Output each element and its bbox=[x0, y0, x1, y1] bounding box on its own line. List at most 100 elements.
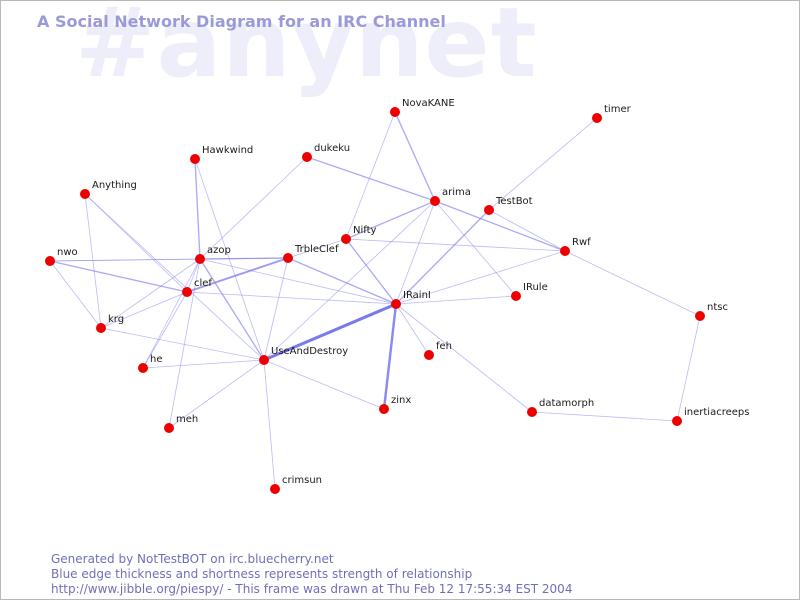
edge-IRainI-TestBot bbox=[395, 209, 490, 305]
edge-clef-krg bbox=[100, 291, 188, 329]
node-IRule: IRule bbox=[511, 282, 548, 301]
edge-azop-he bbox=[142, 258, 201, 369]
edge-IRainI-UseAndDestroy bbox=[262, 302, 398, 362]
edge-meh-UseAndDestroy bbox=[168, 359, 265, 429]
edge-azop-Hawkwind bbox=[194, 158, 201, 260]
edge-IRainI-azop bbox=[199, 258, 397, 305]
node-nwo: nwo bbox=[45, 247, 78, 266]
node-label: IRainI bbox=[403, 290, 431, 301]
edge-arima-IRule bbox=[434, 200, 517, 297]
edge-clef-Anything bbox=[84, 193, 188, 293]
node-dot bbox=[45, 256, 55, 266]
node-azop: azop bbox=[195, 245, 231, 264]
edge-IRainI-Rwf bbox=[395, 250, 566, 305]
node-label: UseAndDestroy bbox=[271, 346, 348, 357]
node-feh: feh bbox=[424, 341, 452, 360]
node-dot bbox=[390, 107, 400, 117]
edge-NovaKANE-Nifty bbox=[345, 111, 396, 240]
edge-IRainI-zinx bbox=[382, 302, 398, 411]
node-dot bbox=[80, 189, 90, 199]
edge-azop-meh bbox=[168, 258, 201, 429]
node-dot bbox=[259, 355, 269, 365]
edge-azop-clef bbox=[186, 258, 201, 293]
edge-clef-TrbleClef bbox=[186, 257, 289, 293]
node-dot bbox=[391, 299, 401, 309]
footer-legend: Blue edge thickness and shortness repres… bbox=[51, 567, 473, 581]
edge-TestBot-timer bbox=[488, 117, 598, 211]
edge-arima-Nifty bbox=[345, 200, 436, 240]
edge-arima-Rwf bbox=[434, 200, 566, 252]
edge-layer bbox=[49, 111, 701, 490]
edge-Rwf-Nifty bbox=[345, 238, 566, 252]
edge-Rwf-ntsc bbox=[564, 250, 701, 317]
edge-IRainI-datamorph bbox=[395, 303, 533, 413]
node-dot bbox=[527, 407, 537, 417]
node-dot bbox=[138, 363, 148, 373]
node-label: NovaKANE bbox=[402, 98, 455, 109]
node-label: inertiacreeps bbox=[684, 407, 749, 418]
node-dot bbox=[484, 205, 494, 215]
node-dot bbox=[672, 416, 682, 426]
node-dot bbox=[182, 287, 192, 297]
node-dot bbox=[430, 196, 440, 206]
edge-ntsc-inertiacreeps bbox=[676, 315, 701, 422]
node-dot bbox=[341, 234, 351, 244]
node-label: zinx bbox=[391, 395, 411, 406]
node-dot bbox=[270, 484, 280, 494]
edge-datamorph-inertiacreeps bbox=[531, 411, 678, 422]
node-ntsc: ntsc bbox=[695, 302, 728, 321]
node-TrbleClef: TrbleClef bbox=[283, 244, 339, 263]
node-Rwf: Rwf bbox=[560, 237, 591, 256]
node-dot bbox=[379, 404, 389, 414]
node-label: clef bbox=[194, 278, 212, 289]
edge-IRainI-Nifty bbox=[345, 238, 397, 305]
node-UseAndDestroy: UseAndDestroy bbox=[259, 346, 348, 365]
node-krg: krg bbox=[96, 314, 124, 333]
node-dukeku: dukeku bbox=[302, 143, 350, 162]
node-label: crimsun bbox=[282, 475, 322, 486]
node-label: Anything bbox=[92, 180, 137, 191]
node-label: nwo bbox=[57, 247, 78, 258]
node-label: dukeku bbox=[314, 143, 350, 154]
edge-Anything-UseAndDestroy bbox=[84, 193, 265, 361]
diagram-title: A Social Network Diagram for an IRC Chan… bbox=[37, 12, 446, 31]
node-label: timer bbox=[604, 104, 632, 115]
node-label: feh bbox=[436, 341, 452, 352]
node-dot bbox=[96, 323, 106, 333]
edge-TrbleClef-UseAndDestroy bbox=[263, 257, 289, 361]
node-crimsun: crimsun bbox=[270, 475, 322, 494]
edge-clef-nwo bbox=[49, 260, 188, 293]
edge-Nifty-TrbleClef bbox=[287, 238, 347, 259]
edge-UseAndDestroy-crimsun bbox=[263, 359, 276, 490]
edge-he-UseAndDestroy bbox=[142, 359, 265, 369]
edge-clef-IRainI bbox=[186, 291, 397, 305]
node-label: datamorph bbox=[539, 398, 594, 409]
edge-azop-nwo bbox=[49, 258, 201, 262]
node-label: IRule bbox=[523, 282, 548, 293]
node-label: TestBot bbox=[495, 196, 533, 207]
node-inertiacreeps: inertiacreeps bbox=[672, 407, 749, 426]
node-timer: timer bbox=[592, 104, 632, 123]
edge-krg-UseAndDestroy bbox=[100, 327, 265, 361]
node-Nifty: Nifty bbox=[341, 225, 377, 244]
node-dot bbox=[511, 291, 521, 301]
edge-azop-krg bbox=[100, 258, 201, 329]
footer-text: Generated by NotTestBOT on irc.bluecherr… bbox=[51, 552, 572, 597]
node-label: Hawkwind bbox=[202, 145, 253, 156]
node-dot bbox=[164, 423, 174, 433]
node-label: arima bbox=[442, 187, 471, 198]
node-meh: meh bbox=[164, 414, 198, 433]
node-Anything: Anything bbox=[80, 180, 137, 199]
node-IRainI: IRainI bbox=[391, 290, 431, 309]
channel-watermark: #anynet bbox=[75, 0, 538, 99]
edge-arima-dukeku bbox=[306, 156, 436, 202]
edge-arima-UseAndDestroy bbox=[263, 200, 436, 361]
node-dot bbox=[424, 350, 434, 360]
edge-UseAndDestroy-zinx bbox=[263, 359, 385, 410]
edge-IRainI-feh bbox=[395, 303, 430, 356]
node-datamorph: datamorph bbox=[527, 398, 594, 417]
edge-nwo-krg bbox=[49, 260, 102, 329]
